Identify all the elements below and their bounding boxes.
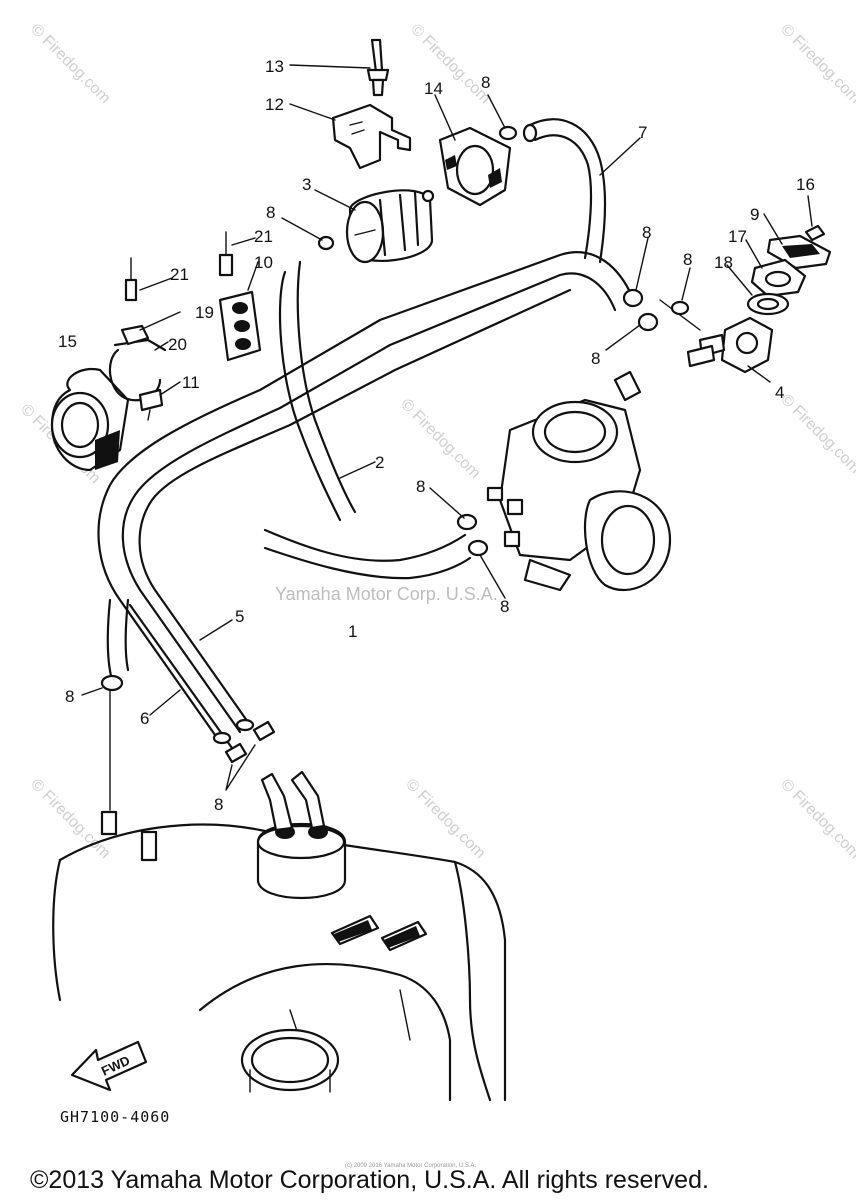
watermark-firedog: © Firedog.com [777, 21, 856, 107]
callout-8: 8 [214, 795, 223, 814]
callout-13: 13 [265, 57, 284, 76]
callout-12: 12 [265, 95, 284, 114]
leader-lines [81, 64, 813, 811]
watermark-firedog: © Firedog.com [397, 396, 483, 482]
filter-bracket [331, 38, 412, 170]
rivets-21 [124, 231, 234, 302]
callout-3: 3 [302, 175, 311, 194]
fuel-hoses-5-6 [97, 251, 632, 750]
callout-8: 8 [266, 203, 275, 222]
callout-1: 1 [348, 622, 357, 641]
fuel-hose-2 [106, 260, 472, 682]
watermark-firedog: © Firedog.com [777, 391, 856, 477]
filter-holder [438, 126, 512, 207]
callout-21: 21 [170, 265, 189, 284]
callout-6: 6 [140, 709, 149, 728]
fwd-arrow: FWD [70, 1040, 148, 1092]
callout-21: 21 [254, 227, 273, 246]
callout-17: 17 [728, 227, 747, 246]
callout-10: 10 [254, 253, 273, 272]
watermarks: © Firedog.com © Firedog.com © Firedog.co… [17, 21, 856, 862]
fuel-filter [345, 189, 435, 264]
callout-14: 14 [424, 79, 443, 98]
watermark-firedog: © Firedog.com [27, 21, 113, 107]
watermark-firedog: © Firedog.com [777, 776, 856, 862]
callout-15: 15 [58, 332, 77, 351]
callout-5: 5 [235, 607, 244, 626]
callout-18: 18 [714, 253, 733, 272]
callout-19: 19 [195, 303, 214, 322]
watermark-firedog: © Firedog.com [407, 21, 493, 107]
callout-4: 4 [775, 383, 784, 402]
hose-clips-and-holders [50, 290, 262, 472]
callout-labels: 13 12 14 8 7 3 8 21 10 21 19 20 15 11 16… [58, 57, 815, 814]
callout-20: 20 [168, 335, 187, 354]
callout-8: 8 [416, 477, 425, 496]
callout-8: 8 [642, 223, 651, 242]
fuel-hose-7 [522, 118, 607, 264]
callout-9: 9 [750, 205, 759, 224]
diagram-part-number: GH7100-4060 [60, 1108, 170, 1126]
fuel-tank [52, 810, 507, 1102]
watermark-firedog: © Firedog.com [27, 776, 113, 862]
copyright-footer: ©2013 Yamaha Motor Corporation, U.S.A. A… [30, 1166, 709, 1194]
watermark-firedog: © Firedog.com [402, 776, 488, 862]
watermark-yamaha: Yamaha Motor Corp. U.S.A. [275, 584, 498, 604]
callout-8: 8 [683, 250, 692, 269]
callout-11: 11 [182, 373, 200, 392]
callout-8: 8 [591, 349, 600, 368]
callout-2: 2 [375, 453, 384, 472]
fuel-cock-plate-parts [746, 224, 832, 316]
fuel-pickup-unit [256, 770, 347, 900]
callout-8: 8 [500, 597, 509, 616]
callout-8: 8 [65, 687, 74, 706]
callout-7: 7 [638, 123, 647, 142]
callout-8: 8 [481, 73, 490, 92]
small-copyright: (c) 2009 2016 Yamaha Motor Corporation, … [345, 1163, 477, 1169]
callout-16: 16 [796, 175, 815, 194]
carburetor [486, 370, 672, 592]
hose-clamps [100, 125, 690, 764]
